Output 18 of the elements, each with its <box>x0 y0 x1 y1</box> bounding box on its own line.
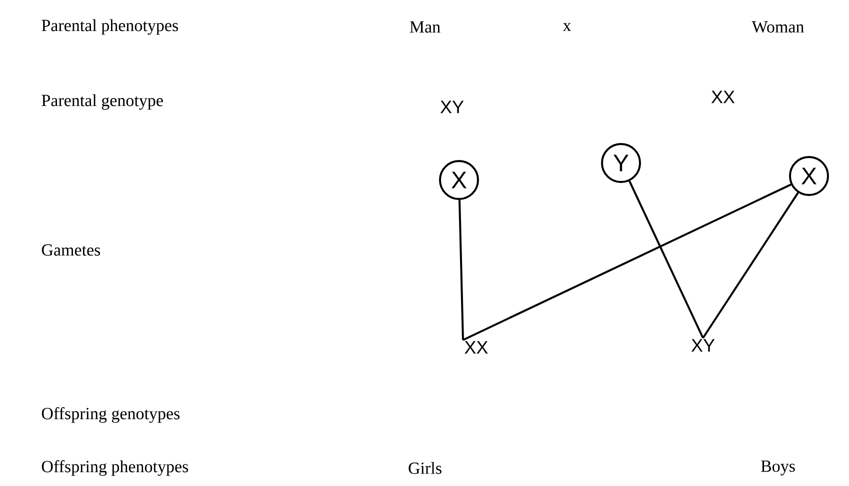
row-label: Woman <box>752 21 804 33</box>
cross-line <box>628 180 704 338</box>
row-label: x <box>562 23 572 31</box>
row-label: Parental genotype <box>42 94 163 110</box>
offspring-genotype: XX <box>464 341 488 354</box>
row-label: Offspring phenotypes <box>42 460 188 476</box>
genotype-label: XY <box>440 100 464 114</box>
genotype-label: XX <box>711 90 735 104</box>
row-label: Gametes <box>42 244 100 256</box>
cross-line <box>702 192 799 339</box>
row-label: Girls <box>408 462 442 474</box>
offspring-genotype: XY <box>691 339 715 352</box>
row-label: Boys <box>761 460 795 476</box>
cross-line <box>458 200 464 340</box>
row-label: Parental phenotypes <box>42 19 178 35</box>
row-label: Offspring genotypes <box>42 407 180 423</box>
cross-line <box>462 184 792 341</box>
row-label: Man <box>410 21 440 33</box>
